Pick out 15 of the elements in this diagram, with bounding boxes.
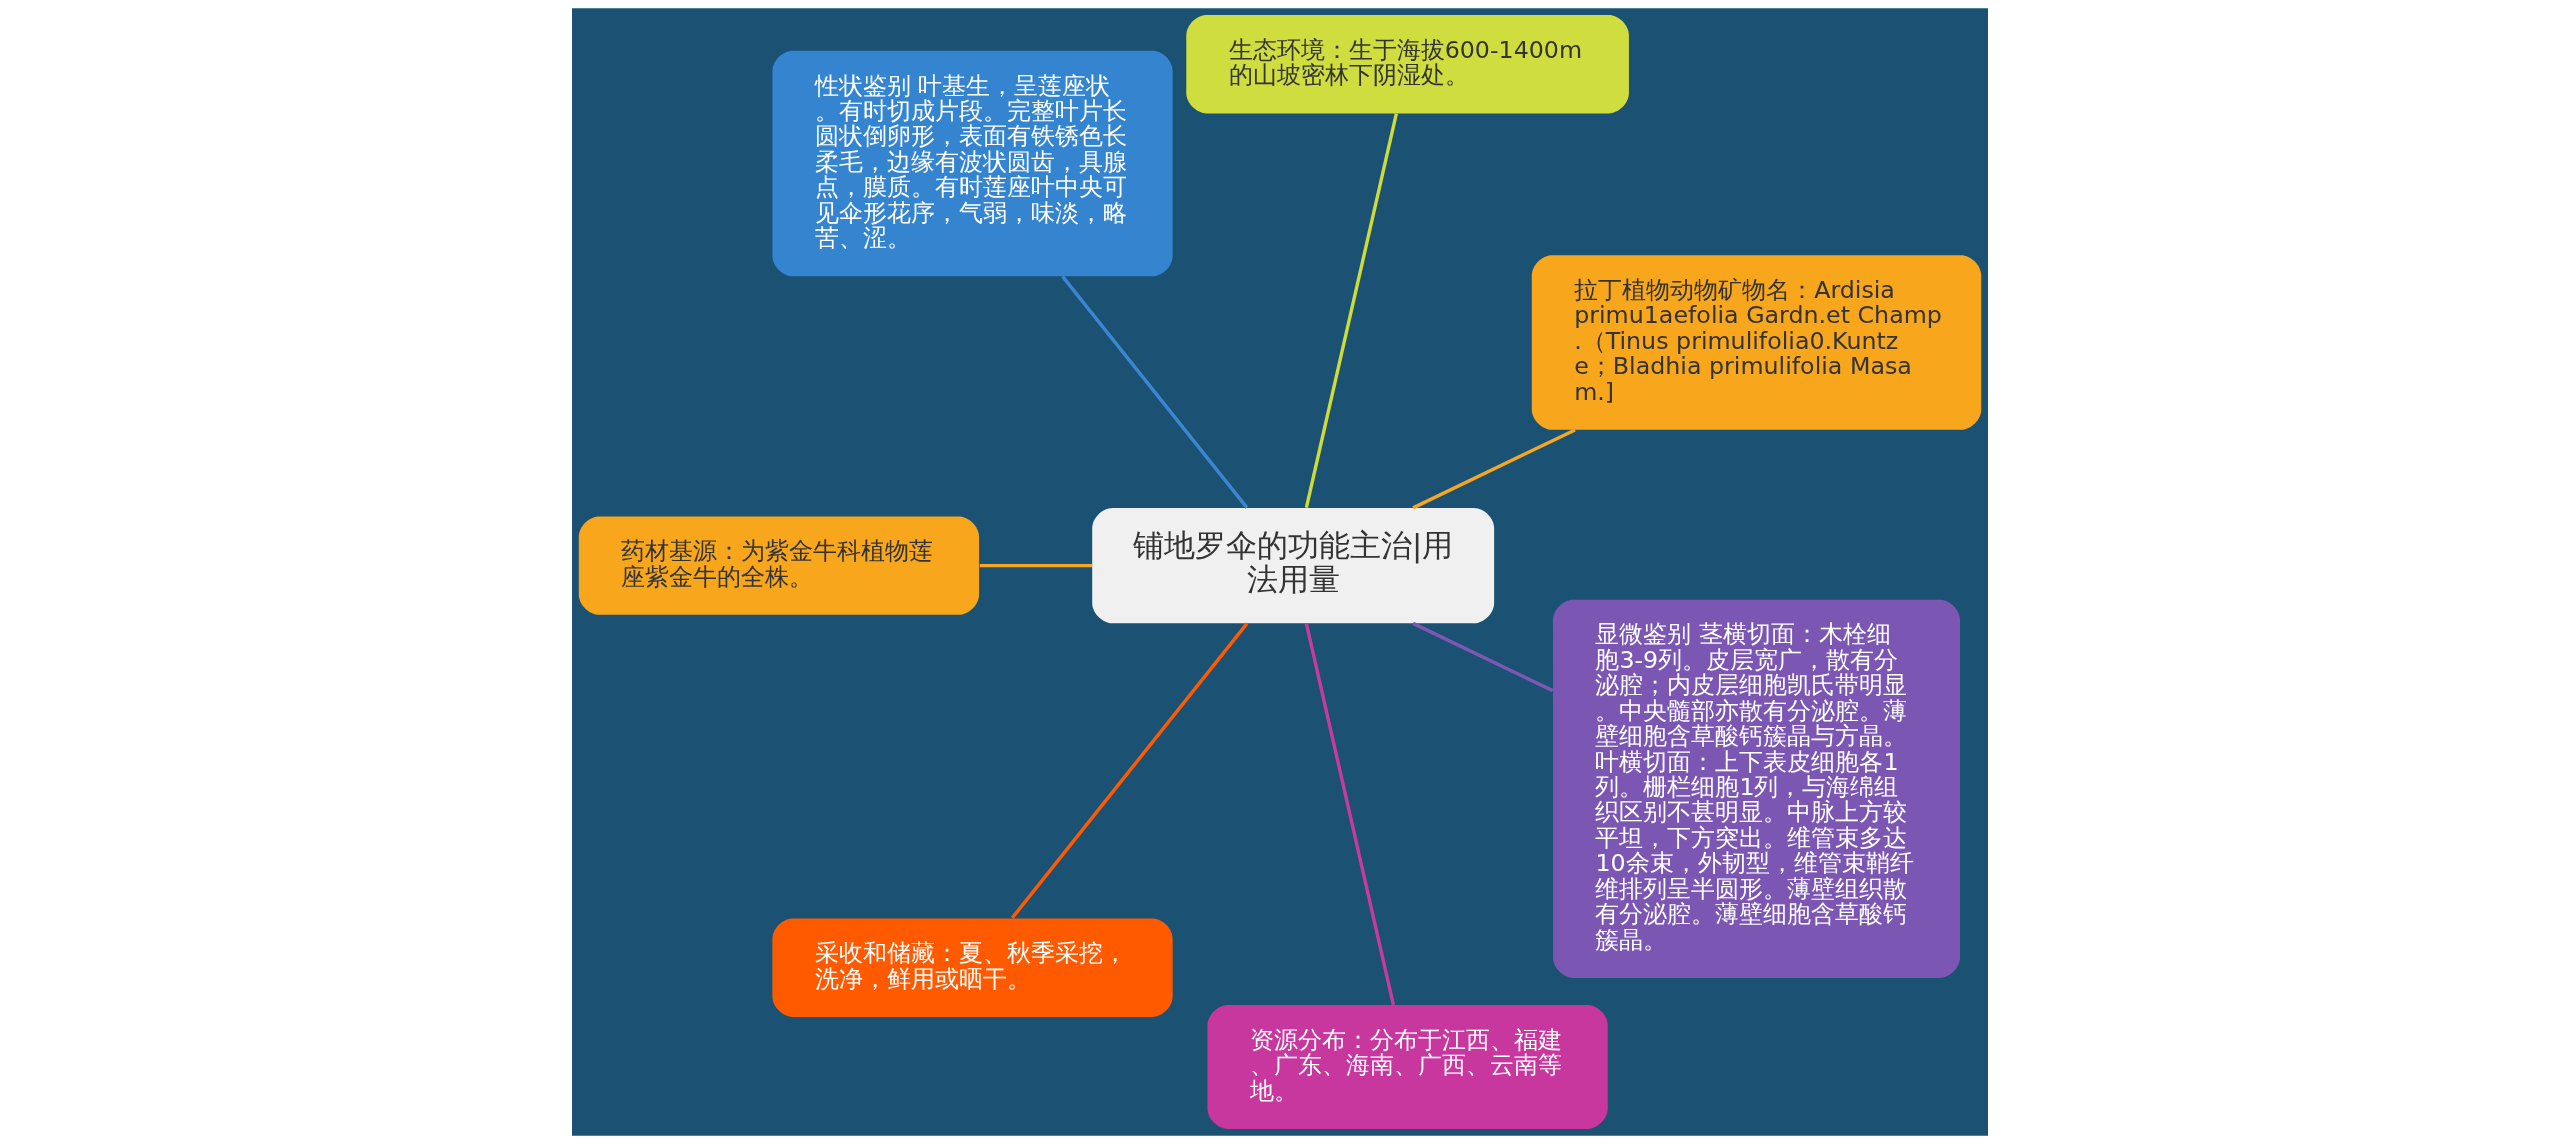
connector [979,563,1093,568]
node-box: 显微鉴别 茎横切面：木栓细胞3-9列。皮层宽广，散有分泌腔；内皮层细胞凯氏带明显。中央髓部亦散有分泌腔。薄壁细胞含草酸钙簇晶与方晶。叶横切面：上下表皮细胞各1列。栅栏细胞1列，与海绵组织区别不甚明显。中脉上方较平坦，下方突出。维管束多达10余束，外韧型，维管束鞘纤维排列呈半圆形。薄壁组织散有分泌腔。薄壁细胞含草酸钙簇晶。 [1553,599,1960,978]
connector [1412,621,1554,693]
connector [1304,623,1396,1006]
node-box: 性状鉴别 叶基生，呈莲座状。有时切成片段。完整叶片长圆状倒卵形，表面有铁锈色长柔毛，边缘有波状圆齿，具腺点，膜质。有时莲座叶中央可见伞形花序，气弱，味淡，略苦、涩。 [772,50,1173,277]
connector [1304,113,1398,508]
connector [1010,622,1249,919]
node-box: 生态环境：生于海拔600-1400m的山坡密林下阴湿处。 [1186,15,1629,114]
connector [1061,275,1249,509]
node-box: 采收和储藏：夏、秋季采挖，洗净，鲜用或晒干。 [772,918,1173,1017]
node-box: 拉丁植物动物矿物名：Ardisia primu1aefolia Gardn.et Champ.（Tinus primulifolia0.Kuntze；Bladhia primulifolia Masam.] [1531,255,1982,430]
node-box: 资源分布：分布于江西、福建、广东、海南、广西、云南等地。 [1207,1005,1608,1129]
connector [1412,428,1576,510]
node-box: 铺地罗伞的功能主治|用法用量 [1092,507,1495,624]
node-box: 药材基源：为紫金牛科植物莲座紫金牛的全株。 [578,516,980,615]
